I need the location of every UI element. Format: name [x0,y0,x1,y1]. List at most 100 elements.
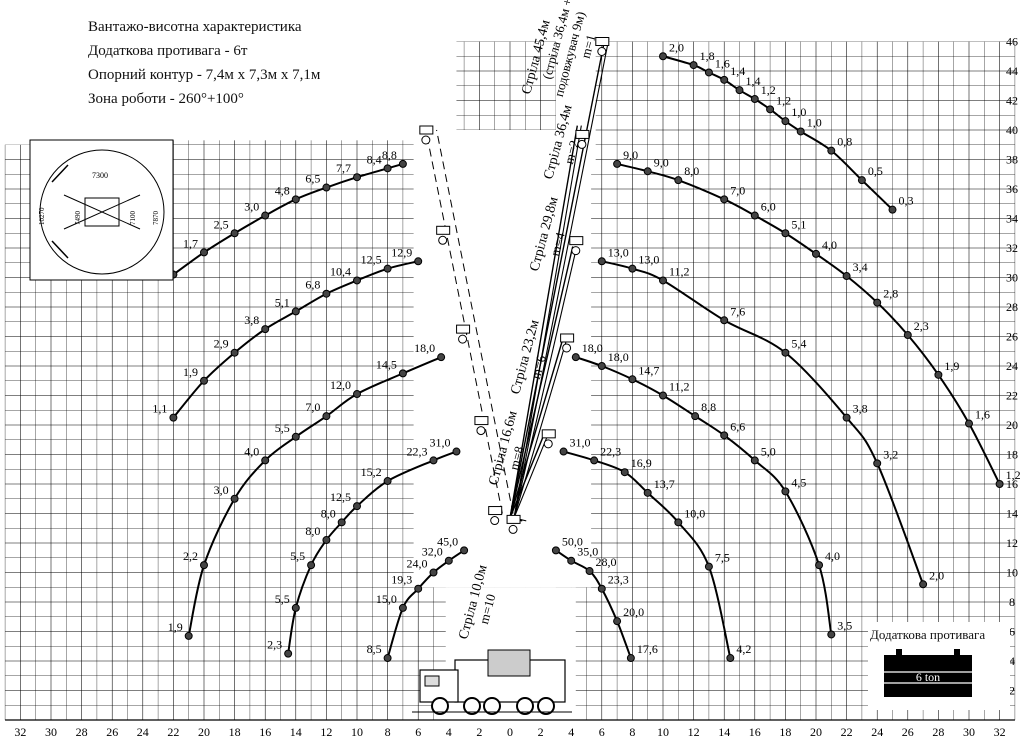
wheel-icon [516,697,534,715]
boom-head-icon [456,324,471,334]
x-tick-label: 12 [320,725,332,739]
left-load-label: 4,8 [275,183,290,197]
right-load-point [842,413,851,422]
right-load-label: 3,8 [853,402,868,416]
x-tick-label: 2 [476,725,482,739]
right-load-label: 1,0 [807,115,822,129]
boom-line [513,38,610,519]
y-tick-label: 18 [1006,448,1018,462]
left-load-label: 2,2 [183,549,198,563]
x-tick-label: 26 [902,725,914,739]
y-tick-label: 24 [1006,359,1018,373]
left-load-point [460,546,469,555]
right-load-label: 11,2 [669,264,690,278]
left-load-point [291,307,300,316]
left-load-label: 7,7 [336,161,351,175]
right-load-label: 11,2 [669,380,690,394]
right-load-label: 13,0 [608,245,629,259]
right-load-label: 16,9 [631,456,652,470]
hook-block-icon [562,343,572,353]
right-load-point [613,617,622,626]
y-tick-label: 30 [1006,271,1018,285]
y-tick-label: 20 [1006,418,1018,432]
right-load-label: 6,0 [761,200,776,214]
outrigger-dim-left2: 10270 [38,207,46,225]
left-load-point [437,353,446,362]
y-tick-label: 42 [1006,94,1018,108]
wheel-icon [431,697,449,715]
hook-block-icon [508,524,518,534]
right-load-label: 2,0 [669,40,684,54]
right-load-point [643,167,652,176]
y-tick-label: 28 [1006,300,1018,314]
right-load-label: 5,0 [761,444,776,458]
left-load-point [337,518,346,527]
x-tick-label: 24 [137,725,149,739]
left-load-point [398,603,407,612]
left-load-point [414,584,423,593]
left-load-point [444,556,453,565]
left-load-label: 22,3 [407,444,428,458]
y-tick-label: 34 [1006,212,1018,226]
left-load-point [184,631,193,640]
y-tick-label: 26 [1006,330,1018,344]
right-load-point [815,561,824,570]
right-load-point [720,316,729,325]
right-load-label: 22,3 [600,444,621,458]
right-load-label: 1,4 [730,64,745,78]
right-load-label: 5,1 [791,217,806,231]
left-load-label: 3,8 [244,313,259,327]
right-load-point [597,584,606,593]
right-load-point [674,176,683,185]
hook-block-icon [458,334,468,344]
left-load-point [291,432,300,441]
left-load-label: 15,2 [361,465,382,479]
x-tick-label: 6 [415,725,421,739]
x-tick-label: 0 [507,725,513,739]
left-load-label: 3,0 [244,200,259,214]
left-load-point [322,183,331,192]
right-load-point [597,257,606,266]
right-load-label: 28,0 [596,555,617,569]
right-load-point [965,419,973,428]
x-tick-label: 22 [841,725,853,739]
right-curve-3 [601,260,925,585]
right-load-point [659,52,667,61]
right-load-point [704,562,713,571]
outrigger-dim-left: 7490 [74,211,82,226]
left-load-label: 3,0 [214,483,229,497]
y-tick-label: 4 [1009,654,1015,668]
y-tick-label: 10 [1006,566,1018,580]
left-load-label: 15,0 [376,592,397,606]
right-load-label: 35,0 [577,545,598,559]
left-load-point [230,348,239,357]
x-tick-label: 20 [198,725,210,739]
y-tick-label: 22 [1006,389,1018,403]
right-load-label: 7,5 [715,551,730,565]
right-load-point [735,86,744,95]
right-load-point [571,353,580,362]
right-load-label: 0,8 [837,135,852,149]
right-load-label: 3,5 [837,618,852,632]
boom-head-icon [419,125,434,135]
left-load-label: 1,7 [183,236,198,250]
left-load-label: 8,0 [321,506,336,520]
x-tick-label: 18 [779,725,791,739]
left-load-label: 31,0 [429,436,450,450]
right-load-point [750,211,759,220]
header-title: Вантажо-висотна характеристика [88,19,302,35]
right-load-point [812,249,820,258]
boom-head-icon [488,506,503,516]
outrigger-circle [39,149,165,275]
header-outrigger-contour: Опорний контур - 7,4м х 7,3м х 7,1м [88,67,321,83]
outrigger-arrow [51,240,69,259]
left-load-point [200,376,208,385]
right-load-point [750,456,759,465]
right-load-point [781,487,790,496]
left-load-point [353,276,361,285]
counterweight-title: Додаткова противага [870,627,986,642]
left-load-point [261,456,270,465]
load-curves: 50,035,028,023,320,017,631,022,316,913,7… [152,40,1021,663]
wheel-icon [463,697,481,715]
right-load-point [559,447,568,456]
